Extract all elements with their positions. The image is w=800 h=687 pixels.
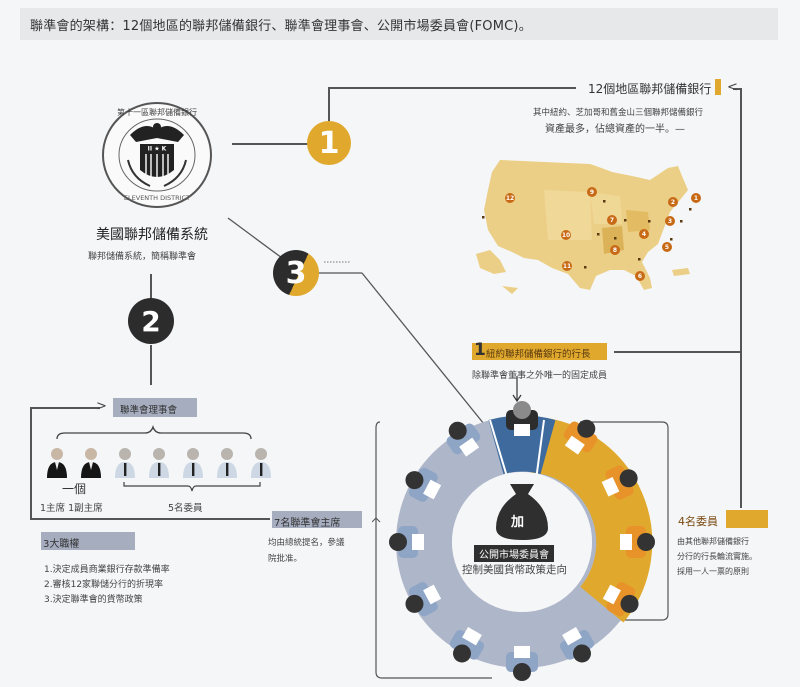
rotating-desc-line1: 由其他聯邦儲備銀行 bbox=[677, 537, 749, 546]
svg-text:II ★ K: II ★ K bbox=[148, 146, 167, 153]
svg-text:4: 4 bbox=[642, 231, 646, 238]
board-members-label: 5名委員 bbox=[168, 503, 203, 514]
governors-title: 7名聯準會主席 bbox=[274, 518, 341, 529]
rotating-desc-line3: 採用一人一票的原則 bbox=[677, 567, 749, 576]
connector-fed-to-2 bbox=[150, 274, 152, 308]
svg-text:10: 10 bbox=[562, 232, 570, 239]
rotating-desc: 由其他聯邦儲備銀行 分行的行長輪流實施。 採用一人一票的原則 bbox=[677, 534, 757, 579]
member-person-icon bbox=[147, 446, 171, 480]
governors-desc-line1: 均由總統提名，參議 bbox=[268, 538, 345, 548]
board-title: 聯準會理事會 bbox=[120, 405, 178, 416]
connector-2-to-board bbox=[150, 345, 152, 385]
us-federal-reserve-districts-map: 1 2 3 4 5 6 7 8 9 10 11 12 bbox=[472, 150, 708, 300]
vice-chair-person-icon bbox=[79, 446, 103, 480]
money-bag-label: 加 bbox=[511, 515, 525, 530]
svg-text:9: 9 bbox=[590, 189, 594, 196]
svg-text:第十一區聯邦儲備銀行: 第十一區聯邦儲備銀行 bbox=[117, 107, 197, 117]
rotating-desc-line2: 分行的行長輪流實施。 bbox=[677, 552, 757, 561]
member-person-icon bbox=[215, 446, 239, 480]
badge-2: 2 bbox=[128, 298, 174, 344]
federal-reserve-subtitle: 聯邦儲備系統，簡稱聯準會 bbox=[88, 252, 197, 262]
connector-1-up bbox=[328, 87, 330, 125]
svg-text:8: 8 bbox=[613, 247, 617, 254]
member-person-icon bbox=[181, 446, 205, 480]
member-person-icon bbox=[113, 446, 137, 480]
federal-reserve-seal: II ★ K ELEVENTH DISTRICT 第十一區聯邦儲備銀行 bbox=[100, 100, 215, 210]
fomc-subtitle: 控制美國貨幣政策走向 bbox=[462, 564, 567, 576]
badge-1: 1 bbox=[307, 121, 351, 165]
regional-banks-desc-line2: 資產最多，佔總資產的一半。— bbox=[545, 124, 685, 135]
board-members-row bbox=[45, 446, 271, 480]
svg-text:7: 7 bbox=[610, 217, 614, 224]
rotating-accent bbox=[726, 510, 768, 528]
power-item: 1.決定成員商業銀行存款準備率 bbox=[44, 565, 170, 575]
board-brace-top bbox=[56, 425, 252, 440]
arrow-right-icon: > bbox=[96, 399, 107, 414]
svg-text:1: 1 bbox=[694, 195, 698, 202]
powers-title-tag bbox=[41, 532, 135, 550]
connector-right-vertical bbox=[740, 88, 742, 508]
badge-3: 3 bbox=[273, 250, 319, 296]
power-item: 3.決定聯準會的貨幣政策 bbox=[44, 595, 143, 605]
powers-title: 3大職權 bbox=[43, 539, 80, 550]
svg-text:2: 2 bbox=[671, 199, 675, 206]
ny-president-label: 紐約聯邦儲備銀行的行長 bbox=[486, 349, 591, 360]
board-chair-label: 1主席 1副主席 bbox=[40, 503, 103, 514]
governors-desc-line2: 院批准。 bbox=[268, 554, 303, 564]
svg-text:11: 11 bbox=[563, 263, 571, 270]
svg-text:3: 3 bbox=[668, 218, 672, 225]
regional-banks-desc-line1: 其中紐約、芝加哥和舊金山三個聯邦儲備銀行 bbox=[533, 108, 704, 118]
svg-text:ELEVENTH DISTRICT: ELEVENTH DISTRICT bbox=[124, 194, 190, 202]
svg-text:5: 5 bbox=[665, 244, 669, 251]
connector-1-to-banks bbox=[328, 87, 576, 89]
regional-banks-title: 12個地區聯邦儲備銀行 bbox=[588, 82, 712, 96]
governors-desc: 均由總統提名，參議 院批准。 bbox=[268, 535, 345, 567]
board-brace-bottom bbox=[123, 482, 261, 492]
connector-board-to-governors bbox=[30, 518, 270, 520]
connector-left-vertical bbox=[30, 407, 32, 519]
header-bar bbox=[20, 8, 778, 40]
ny-president-tag bbox=[472, 343, 607, 360]
header-title: 聯準會的架構：12個地區的聯邦儲備銀行、聯準會理事會、公開市場委員會(FOMC)… bbox=[30, 19, 532, 34]
power-item: 2.審核12家聯儲分行的折現率 bbox=[44, 580, 164, 590]
arrow-left-icon: < bbox=[727, 80, 738, 95]
board-chair-count: 一個 bbox=[62, 482, 87, 496]
federal-reserve-title: 美國聯邦儲備系統 bbox=[96, 227, 208, 243]
member-person-icon bbox=[249, 446, 273, 480]
chair-person-icon bbox=[45, 446, 69, 480]
svg-text:12: 12 bbox=[506, 195, 514, 202]
powers-list: 1.決定成員商業銀行存款準備率 2.審核12家聯儲分行的折現率 3.決定聯準會的… bbox=[44, 563, 170, 608]
governors-title-tag bbox=[272, 511, 362, 528]
regional-banks-accent bbox=[715, 79, 721, 95]
connector-ny-to-right bbox=[614, 351, 741, 353]
svg-text:6: 6 bbox=[638, 273, 642, 280]
ny-president-number: 1 bbox=[474, 340, 486, 360]
connector-left-top bbox=[30, 407, 100, 409]
connector-right-top bbox=[733, 88, 741, 90]
fomc-title: 公開市場委員會 bbox=[474, 545, 554, 562]
fomc-round-table bbox=[372, 392, 672, 684]
connector-seal-to-1 bbox=[232, 143, 314, 145]
board-title-tag bbox=[113, 398, 197, 417]
ny-president-desc: 除聯準會董事之外唯一的固定成員 bbox=[472, 371, 608, 381]
rotating-title: 4名委員 bbox=[678, 515, 718, 528]
